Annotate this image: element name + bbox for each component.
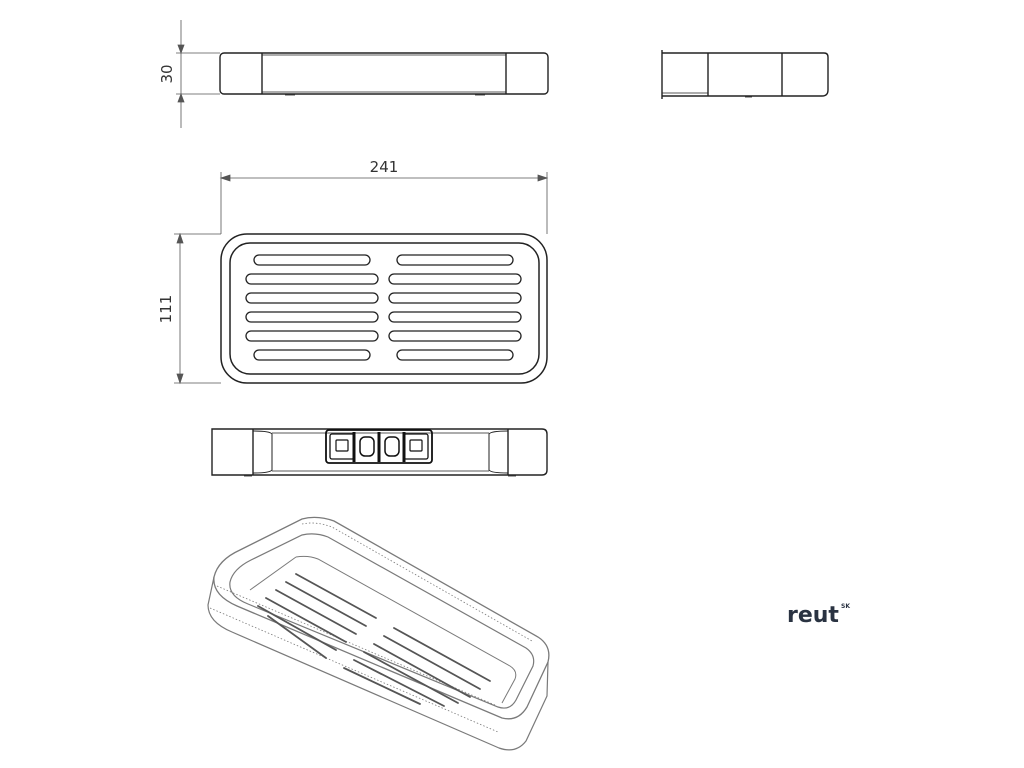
drain-slot [253,349,371,361]
drain-slots-isometric [257,573,491,707]
drain-slot [245,330,379,342]
height-dimension-label: 30 [158,64,176,83]
drain-slot-iso [295,573,377,619]
top-plan-view [220,233,548,384]
drain-slot-iso [363,651,459,704]
drain-slot [253,254,371,266]
width-dimension-label: 111 [157,295,175,324]
drain-slot [396,349,514,361]
drain-slot-iso [265,597,347,643]
length-dimension [219,172,549,234]
wall-mount-bracket [325,429,433,464]
length-dimension-label: 241 [370,158,399,176]
drain-slot-iso [383,635,481,690]
drain-slot [245,311,379,323]
side-elevation-view [661,50,829,99]
drain-slot-iso [257,605,337,651]
drain-slot-iso [373,643,471,698]
drain-slot [388,330,522,342]
drain-slot [388,292,522,304]
width-dimension [174,232,221,385]
brand-logo: reut [787,603,839,628]
drain-slot-iso [343,667,421,705]
drain-slots-plan [245,254,522,361]
drain-slot-iso [393,627,491,682]
drain-slot-iso [275,589,357,635]
drain-slot [396,254,514,266]
drain-slot-iso [353,659,445,707]
drain-slot [245,273,379,285]
front-elevation-view [219,52,549,96]
isometric-view [207,516,550,751]
height-dimension [176,20,220,128]
bottom-view [211,428,548,477]
brand-logo-superscript: SK [841,603,850,610]
drain-slot-iso [285,581,367,627]
drain-slot [245,292,379,304]
drain-slot [388,311,522,323]
drain-slot-iso [267,615,327,659]
drain-slot [388,273,522,285]
